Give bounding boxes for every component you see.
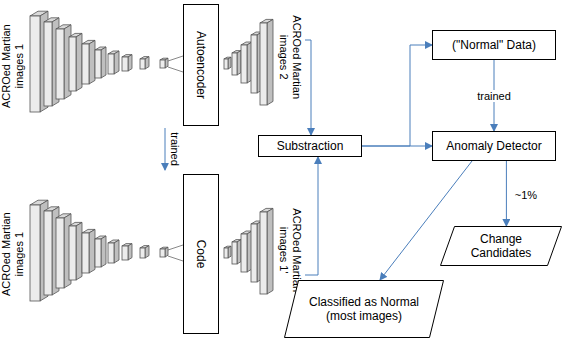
layer-front (44, 22, 52, 106)
network-group: Autoencoder ACROed Martian images 1 ACROed… (0, 2, 305, 128)
layer-side (114, 51, 119, 74)
edge-label: ~1% (513, 189, 539, 201)
layer-front (44, 211, 52, 295)
parallelogram-shape (441, 227, 562, 266)
layer-front (30, 16, 40, 112)
layer-front (69, 37, 76, 91)
layer-side (145, 57, 149, 69)
edge-label: trained (475, 90, 513, 102)
flow-arrow (305, 157, 318, 275)
network-box: Code (183, 174, 219, 334)
layer-front (56, 29, 64, 99)
layer-front (241, 45, 247, 83)
link-line (168, 67, 183, 72)
layer-front (232, 242, 237, 264)
layer-front (69, 226, 76, 280)
layer-front (260, 212, 267, 294)
link-line (168, 245, 183, 250)
flow-arrow (362, 45, 432, 146)
layer-side (89, 40, 95, 84)
node-text: Substraction (277, 139, 344, 153)
layer-front (140, 248, 145, 258)
layer-front (224, 248, 228, 258)
image-caption: ACROed Martian images 2 (277, 5, 303, 109)
layer-side (145, 246, 149, 258)
process-box: Anomaly Detector (432, 131, 556, 161)
layer-side (267, 208, 273, 294)
process-box: Substraction (258, 135, 362, 157)
layer-side (89, 229, 95, 273)
layer-front (95, 239, 101, 267)
layer-side (76, 33, 82, 91)
layer-front (122, 246, 128, 260)
node-text: Anomaly Detector (446, 139, 541, 153)
edge-label: trained (169, 130, 181, 168)
box-label: Code (194, 240, 208, 269)
box-label: Autoencoder (194, 31, 208, 99)
layer-side (237, 51, 241, 75)
layer-side (101, 236, 106, 267)
output-parallelogram: Classified as Normal (most images) (284, 280, 444, 338)
flow-arrow (506, 161, 507, 226)
layer-front (82, 233, 89, 273)
layer-side (165, 58, 168, 68)
layer-side (165, 247, 168, 257)
layer-front (224, 59, 228, 69)
flow-arrow (165, 128, 166, 170)
output-parallelogram: Change Candidates (440, 226, 562, 266)
layer-front (241, 234, 247, 272)
layer-front (260, 23, 267, 105)
layer-front (160, 249, 165, 257)
layer-side (228, 57, 231, 69)
flow-arrow (305, 40, 311, 135)
layer-front (108, 54, 114, 74)
layer-side (128, 55, 132, 71)
layer-front (56, 218, 64, 288)
layer-front (95, 50, 101, 78)
process-box: ("Normal" Data) (432, 30, 556, 60)
layer-side (76, 222, 82, 280)
link-line (168, 56, 183, 61)
layer-front (251, 224, 257, 282)
layer-front (122, 57, 128, 71)
layer-front (251, 35, 257, 93)
layer-front (232, 53, 237, 75)
layer-front (160, 60, 165, 68)
parallelogram-shape (285, 281, 444, 338)
layer-side (237, 240, 241, 264)
node-text: ("Normal" Data) (452, 38, 536, 52)
network-group: CodeACROed Martian images 1ACROed Martia… (0, 170, 305, 338)
layer-side (228, 246, 231, 258)
link-line (168, 256, 183, 261)
image-caption: ACROed Martian images 1 (0, 198, 26, 310)
node-text: Change Candidates (458, 232, 544, 261)
layer-side (114, 240, 119, 263)
layer-side (101, 47, 106, 78)
layer-front (140, 59, 145, 69)
layer-front (82, 44, 89, 84)
layer-side (267, 19, 273, 105)
layer-side (128, 244, 132, 260)
image-caption: ACROed Martian images 1 (0, 10, 26, 122)
node-text: Classified as Normal (most images) (302, 295, 426, 324)
layer-front (30, 205, 40, 301)
layer-front (108, 243, 114, 263)
network-box: Autoencoder (183, 4, 219, 126)
